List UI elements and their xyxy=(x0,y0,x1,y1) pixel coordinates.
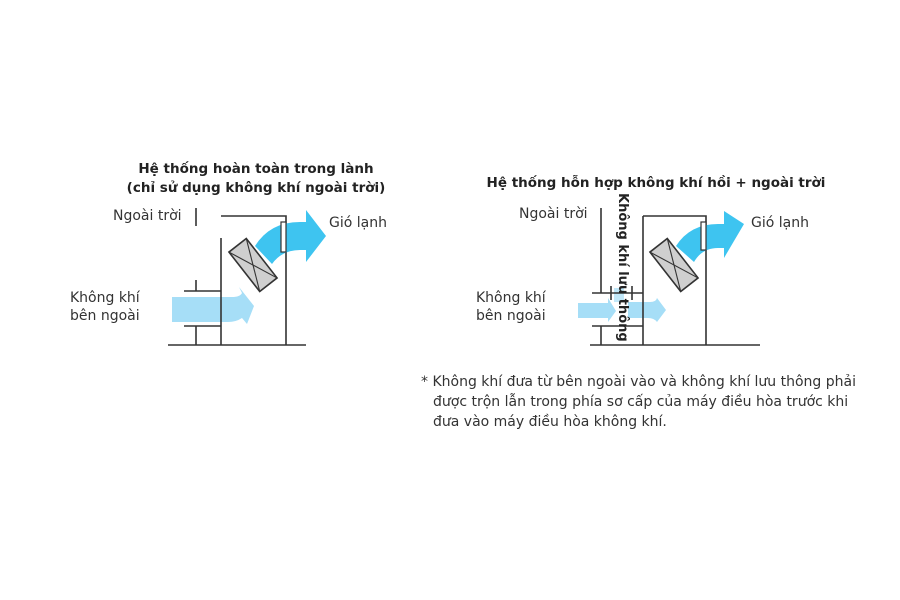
right-diagram-title: Hệ thống hỗn hợp không khí hồi + ngoài t… xyxy=(486,175,826,191)
footnote: * Không khí đưa từ bên ngoài vào và khôn… xyxy=(421,372,881,432)
left-label-outside-air-1: Không khí xyxy=(70,290,140,306)
right-label-outdoor: Ngoài trời xyxy=(519,206,588,222)
outside-air-arrow xyxy=(578,298,616,322)
outside-air-arrow xyxy=(172,287,254,324)
right-diagram xyxy=(578,208,760,346)
right-label-cold-air: Gió lạnh xyxy=(751,215,809,231)
vent xyxy=(700,221,707,251)
right-label-outside-air-1: Không khí xyxy=(476,290,546,306)
right-label-return-air: Không khí lưu thông xyxy=(615,193,630,342)
cooling-coil xyxy=(227,237,279,293)
left-diagram xyxy=(168,208,326,346)
left-label-cold-air: Gió lạnh xyxy=(329,215,387,231)
footnote-line1: * Không khí đưa từ bên ngoài vào và khôn… xyxy=(421,374,856,390)
mixed-air-arrow xyxy=(628,298,666,322)
vent xyxy=(280,221,287,253)
footnote-line2: được trộn lẫn trong phía sơ cấp của máy … xyxy=(433,394,849,410)
cooling-coil xyxy=(648,237,700,293)
right-label-outside-air-2: bên ngoài xyxy=(476,308,546,324)
left-diagram-title-line1: Hệ thống hoàn toàn trong lành xyxy=(138,161,374,177)
left-label-outside-air-2: bên ngoài xyxy=(70,308,140,324)
footnote-line3: đưa vào máy điều hòa không khí. xyxy=(433,414,667,430)
cold-air-arrow xyxy=(676,211,744,262)
left-label-outdoor: Ngoài trời xyxy=(113,208,182,224)
left-diagram-title-line2: (chỉ sử dụng không khí ngoài trời) xyxy=(126,180,386,196)
cold-air-arrow xyxy=(255,210,326,264)
